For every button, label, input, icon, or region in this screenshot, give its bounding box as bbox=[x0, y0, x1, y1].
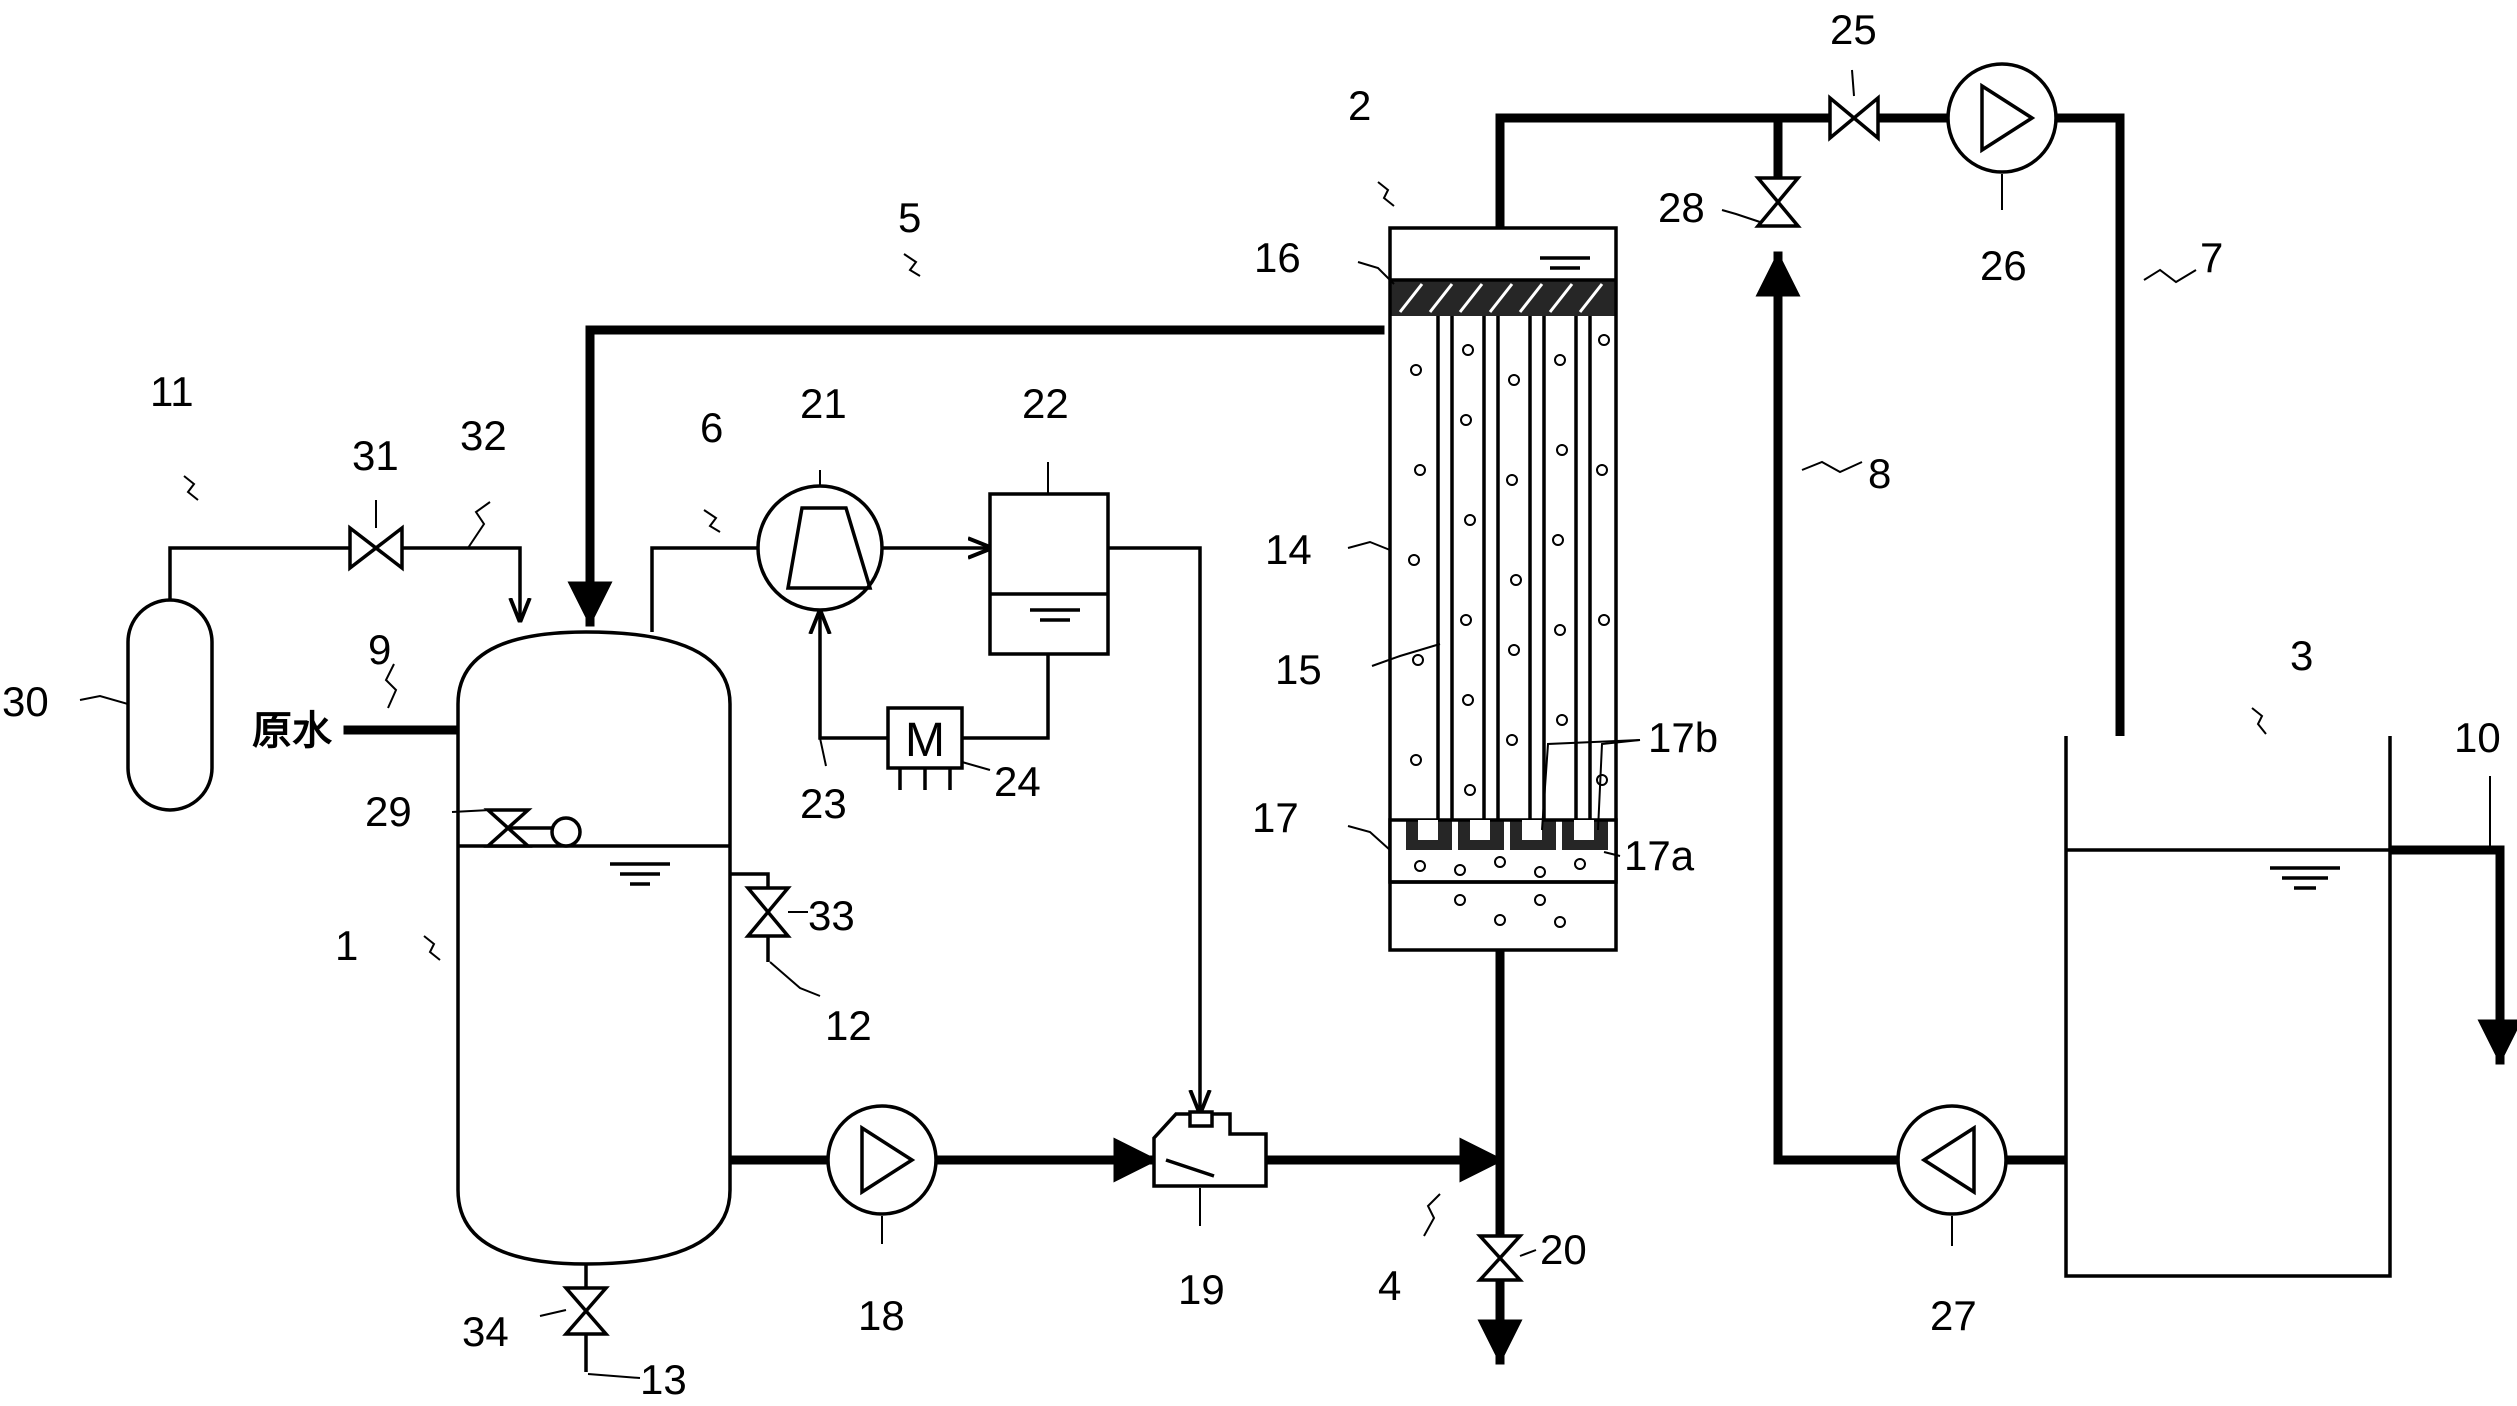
membrane-module-2 bbox=[1388, 226, 1618, 952]
hollow-fibers-15 bbox=[1436, 316, 1592, 820]
pump-26 bbox=[1946, 62, 2058, 174]
label-17b: 17b bbox=[1648, 714, 1718, 761]
valve-28 bbox=[1754, 176, 1802, 228]
label-7: 7 bbox=[2200, 234, 2223, 281]
label-21: 21 bbox=[800, 380, 847, 427]
label-24: 24 bbox=[994, 758, 1041, 805]
pipe-23 bbox=[820, 612, 888, 740]
valve-31 bbox=[348, 524, 404, 572]
motor-24: M bbox=[886, 706, 964, 790]
pump-18 bbox=[826, 1104, 938, 1216]
drain-valve-20 bbox=[1476, 1234, 1524, 1282]
lower-potting-17 bbox=[1388, 818, 1618, 884]
pipe-10 bbox=[2385, 845, 2517, 1065]
label-29: 29 bbox=[365, 788, 412, 835]
pipe-7 bbox=[2051, 113, 2143, 927]
label-9: 9 bbox=[368, 626, 391, 673]
label-8: 8 bbox=[1868, 450, 1891, 497]
label-15: 15 bbox=[1275, 646, 1322, 693]
valve-34 bbox=[562, 1286, 610, 1336]
gas-lines bbox=[168, 546, 1200, 1372]
label-30: 30 bbox=[2, 678, 49, 725]
water-level-mark-icon bbox=[610, 862, 670, 886]
label-2: 2 bbox=[1348, 82, 1371, 129]
valve-25 bbox=[1828, 94, 1880, 142]
pipe-22-to-motor bbox=[962, 654, 1050, 740]
pipe-6 bbox=[650, 546, 758, 632]
pipe-5 bbox=[567, 325, 1385, 627]
float-valve-29 bbox=[483, 808, 582, 848]
label-31: 31 bbox=[352, 432, 399, 479]
label-32: 32 bbox=[460, 412, 507, 459]
label-6: 6 bbox=[700, 404, 723, 451]
compressor-21 bbox=[756, 484, 884, 612]
valve-33 bbox=[744, 886, 792, 938]
label-20: 20 bbox=[1540, 1226, 1587, 1273]
pipe-network bbox=[343, 113, 2517, 1365]
reference-labels: 1 2 3 4 5 6 7 8 9 10 11 12 13 14 15 16 1… bbox=[2, 6, 2501, 1403]
label-11: 11 bbox=[150, 368, 194, 415]
label-10: 10 bbox=[2454, 714, 2501, 761]
label-14: 14 bbox=[1265, 526, 1312, 573]
pipe-22-to-mixer bbox=[1108, 546, 1200, 1112]
label-5: 5 bbox=[898, 194, 921, 241]
label-18: 18 bbox=[858, 1292, 905, 1339]
leader-lines bbox=[79, 69, 2491, 1379]
gas-liquid-vessel-22 bbox=[988, 492, 1110, 656]
label-27: 27 bbox=[1930, 1292, 1977, 1339]
label-12: 12 bbox=[825, 1002, 872, 1049]
label-3: 3 bbox=[2290, 632, 2313, 679]
pipe-32 bbox=[402, 546, 520, 620]
motor-symbol: M bbox=[905, 714, 945, 767]
label-28: 28 bbox=[1658, 184, 1705, 231]
gas-cylinder bbox=[126, 598, 214, 812]
label-25: 25 bbox=[1830, 6, 1877, 53]
label-19: 19 bbox=[1178, 1266, 1225, 1313]
label-17a: 17a bbox=[1624, 832, 1695, 879]
upper-potting-16 bbox=[1390, 280, 1616, 316]
raw-water-tank bbox=[456, 630, 732, 1266]
label-23: 23 bbox=[800, 780, 847, 827]
label-22: 22 bbox=[1022, 380, 1069, 427]
mixer-19 bbox=[1152, 1110, 1268, 1188]
label-17: 17 bbox=[1252, 794, 1299, 841]
treated-water-tank-3 bbox=[2064, 736, 2392, 1278]
label-4: 4 bbox=[1378, 1262, 1401, 1309]
pipe-8 bbox=[1755, 251, 1903, 1165]
label-13: 13 bbox=[640, 1356, 687, 1401]
pump-27 bbox=[1896, 1104, 2008, 1216]
air-bubbles bbox=[1408, 334, 1610, 796]
raw-water-label: 原水 bbox=[252, 708, 333, 754]
pipe-7-upper-left bbox=[1495, 113, 1835, 233]
pipe-12-upper bbox=[730, 872, 770, 888]
pipe-32-left bbox=[168, 546, 350, 604]
label-16: 16 bbox=[1254, 234, 1301, 281]
label-1: 1 bbox=[335, 922, 358, 969]
label-34: 34 bbox=[462, 1308, 509, 1355]
label-33: 33 bbox=[808, 892, 855, 939]
label-26: 26 bbox=[1980, 242, 2027, 289]
